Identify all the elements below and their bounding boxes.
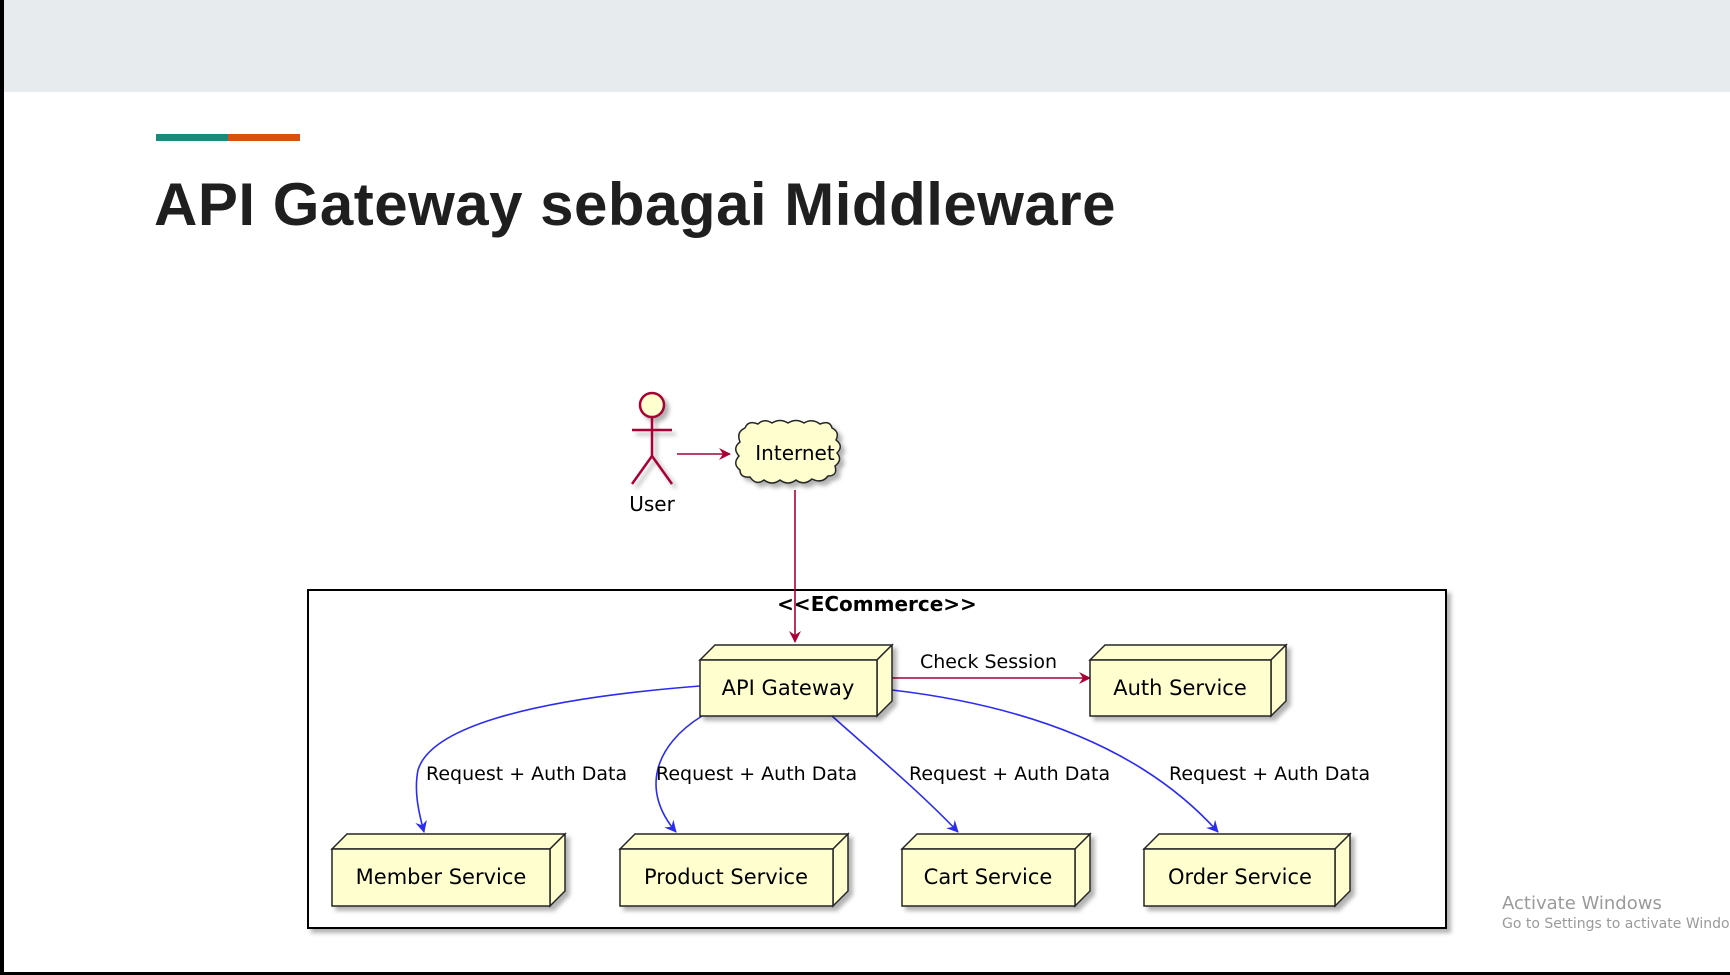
- title-accent-teal: [156, 134, 228, 141]
- node-product-service-label: Product Service: [644, 865, 808, 889]
- user-actor-icon: [630, 391, 674, 485]
- edge-label-request-member: Request + Auth Data: [426, 763, 627, 785]
- edge-gateway-cart: [831, 715, 959, 833]
- node-order-service: [1142, 832, 1352, 908]
- watermark-subtitle: Go to Settings to activate Windows.: [1502, 916, 1730, 932]
- edge-label-request-order: Request + Auth Data: [1169, 763, 1370, 785]
- node-api-gateway: [698, 643, 894, 718]
- edge-label-check-session: Check Session: [920, 651, 1057, 673]
- edge-label-request-product: Request + Auth Data: [656, 763, 857, 785]
- internet-cloud-icon: [735, 419, 841, 484]
- node-auth-service-label: Auth Service: [1113, 676, 1247, 700]
- edge-gateway-product: [655, 715, 703, 833]
- node-api-gateway-label: API Gateway: [722, 676, 855, 700]
- watermark-title: Activate Windows: [1502, 893, 1662, 914]
- package-label: <<ECommerce>>: [777, 592, 977, 616]
- windows-activation-watermark: Activate Windows Go to Settings to activ…: [1502, 893, 1730, 932]
- node-order-service-label: Order Service: [1168, 865, 1312, 889]
- node-member-service-label: Member Service: [356, 865, 527, 889]
- edge-gateway-order: [891, 689, 1219, 833]
- user-actor-label: User: [629, 492, 675, 516]
- node-cart-service: [900, 832, 1092, 908]
- slide-title: API Gateway sebagai Middleware: [154, 171, 1117, 238]
- title-accent-orange: [228, 134, 300, 141]
- edge-gateway-member: [415, 685, 701, 833]
- internet-cloud-label: Internet: [755, 441, 835, 465]
- node-product-service: [618, 832, 850, 908]
- node-member-service: [330, 832, 567, 908]
- node-cart-service-label: Cart Service: [924, 865, 1053, 889]
- node-auth-service: [1088, 643, 1288, 718]
- edge-label-request-cart: Request + Auth Data: [909, 763, 1110, 785]
- top-toolbar-area: [4, 0, 1730, 92]
